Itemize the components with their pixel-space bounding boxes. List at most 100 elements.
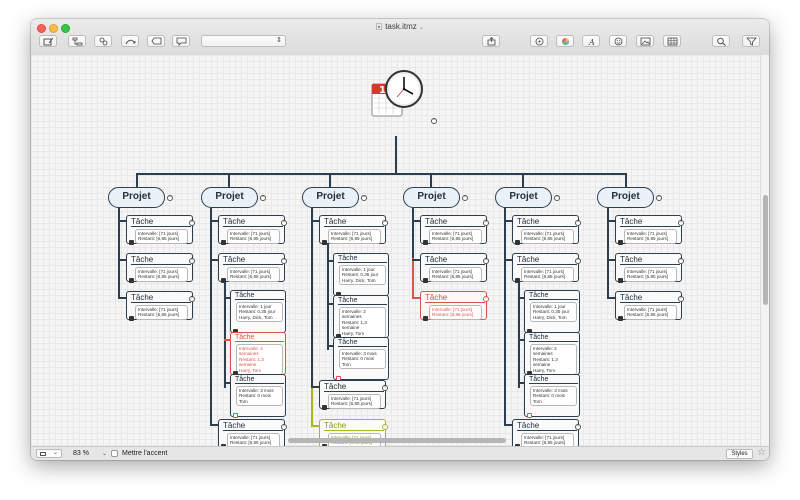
view-mode-button[interactable]: ⌄ [36,449,62,458]
project-topic[interactable]: Projet [597,187,654,208]
root-topic-image[interactable]: 12 [368,68,423,126]
table-button[interactable] [663,35,681,47]
project-topic[interactable]: Projet [302,187,359,208]
task-note: Intervalle: 3 mois Restant: 0 mois Tom [339,349,386,370]
color-button[interactable] [556,35,574,47]
project-fold-toggle[interactable]: − [361,194,367,201]
task-fold-toggle[interactable]: + [483,257,489,264]
emoji-button[interactable] [609,35,627,47]
branch-line [607,297,615,299]
vertical-scrollbar-thumb[interactable] [763,195,768,305]
image-button[interactable] [636,35,654,47]
project-fold-toggle[interactable]: − [554,194,560,201]
task-fold-toggle[interactable]: − [382,219,388,226]
task-fold-toggle[interactable]: + [678,257,684,264]
minimize-window-button[interactable] [49,24,58,33]
task-fold-toggle[interactable]: + [483,295,489,302]
task-fold-toggle[interactable]: − [281,257,287,264]
comment-icon [176,37,186,46]
vertical-scrollbar[interactable] [760,55,769,446]
task-title: Tâche [529,291,578,300]
star-icon[interactable]: ☆ [757,447,766,458]
mind-map-canvas[interactable]: 12 − Projet − Projet − Projet − Projet [31,55,760,446]
zoom-select[interactable]: 83 % ⌄ [72,449,124,459]
task-title: Tâche [425,292,485,303]
task-fold-toggle[interactable]: + [189,295,195,302]
task-fold-toggle[interactable]: + [189,257,195,264]
task-note: Intervalle: 2 semaines Restant: 1,3 sema… [530,344,577,376]
task-fold-toggle[interactable]: − [575,257,581,264]
project-topic[interactable]: Projet [495,187,552,208]
task-title: Tâche [620,254,680,265]
links-button[interactable] [94,35,112,47]
project-fold-toggle[interactable]: − [462,194,468,201]
tags-button[interactable] [530,35,548,47]
branch-line [118,220,126,222]
close-window-button[interactable] [37,24,46,33]
callout-button[interactable] [147,35,165,47]
topic-style-select[interactable]: ⇕ [201,35,286,47]
task-fold-toggle[interactable]: + [483,219,489,226]
branch-line [224,282,226,388]
edit-notes-button[interactable] [39,35,57,47]
task-note: Intervalle: [71 jours] Restant: [6,85 jo… [328,229,381,244]
task-fold-toggle[interactable]: + [281,423,287,430]
horizontal-scrollbar-thumb[interactable] [288,438,506,443]
task-fold-toggle[interactable]: + [575,423,581,430]
project-topic[interactable]: Projet [201,187,258,208]
task-title: Tâche [517,420,577,431]
project-fold-toggle[interactable]: − [656,194,662,201]
share-button[interactable] [482,35,500,47]
project-topic[interactable]: Projet [108,187,165,208]
task-fold-toggle[interactable]: + [281,219,287,226]
styles-button[interactable]: Styles [726,449,753,459]
search-button[interactable] [712,35,730,47]
project-fold-toggle[interactable]: − [167,194,173,201]
project-topic[interactable]: Projet [403,187,460,208]
font-button[interactable]: A [582,35,600,47]
comment-button[interactable] [172,35,190,47]
filter-button[interactable] [742,35,760,47]
maximize-window-button[interactable] [61,24,70,33]
task-fold-toggle[interactable]: + [575,219,581,226]
focus-checkbox[interactable] [111,450,118,457]
task-fold-toggle[interactable]: + [678,219,684,226]
task-title: Tâche [529,375,578,384]
relationship-button[interactable] [121,35,139,47]
task-fold-toggle[interactable]: + [678,295,684,302]
topics-button[interactable] [68,35,86,47]
root-fold-toggle[interactable]: − [431,117,437,124]
project-fold-toggle[interactable]: − [260,194,266,201]
task-title: Tâche [223,420,283,431]
task-fold-toggle[interactable]: + [189,219,195,226]
task-fold-toggle[interactable]: + [382,384,388,391]
task-fold-toggle[interactable]: + [382,423,388,430]
document-title[interactable]: task.itmz⌄ [31,22,769,31]
